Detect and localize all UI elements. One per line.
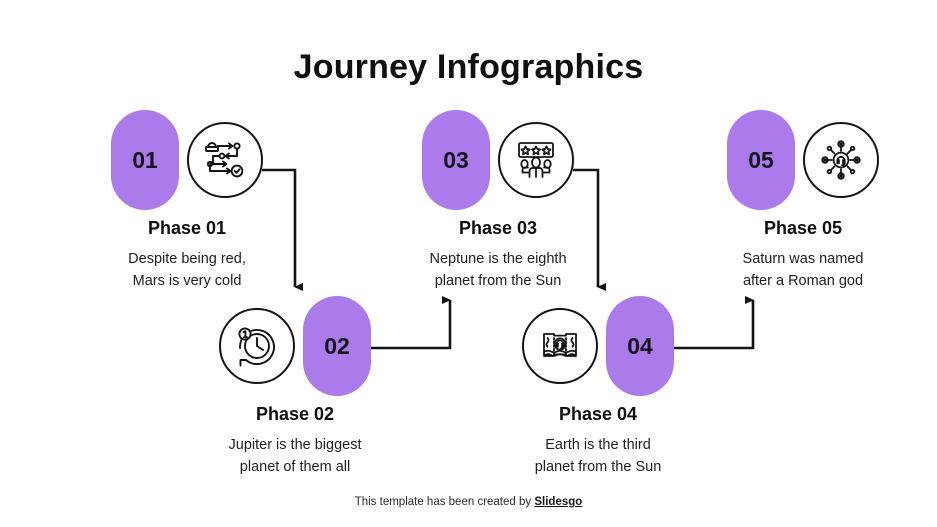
phase-04-description: Earth is the third planet from the Sun (483, 435, 713, 479)
phase-03-desc-line-2: planet from the Sun (434, 272, 562, 289)
phase-05-desc-line-2: after a Roman god (742, 272, 864, 289)
ticket-headset-icon[interactable] (522, 308, 598, 384)
phase-05-badge-row: 05 (688, 110, 918, 210)
network-hub-headset-icon[interactable] (803, 122, 879, 198)
phase-05[interactable]: 05 (688, 110, 918, 293)
phase-04-number-pill[interactable]: 04 (606, 296, 674, 396)
phase-05-number: 05 (748, 146, 774, 173)
phase-02-title: Phase 02 (255, 404, 335, 424)
phase-03[interactable]: 03 Phase 03 Neptune (383, 110, 613, 293)
phase-01[interactable]: 01 (72, 110, 302, 293)
phase-04-desc-line-1: Earth is the third (545, 437, 651, 453)
phase-02-description: Jupiter is the biggest planet of them al… (180, 435, 410, 479)
phase-01-number: 01 (132, 146, 158, 173)
phase-05-description: Saturn was named after a Roman god (688, 249, 918, 293)
phase-01-title: Phase 01 (147, 218, 227, 238)
phase-02-desc-line-1: Jupiter is the biggest (228, 437, 362, 453)
phase-01-number-pill[interactable]: 01 (111, 110, 179, 210)
process-flow-icon[interactable] (187, 122, 263, 198)
phase-03-title: Phase 03 (458, 218, 538, 238)
phase-04[interactable]: 04 Phase 04 Earth is the third planet fr… (483, 296, 713, 479)
page-title: Journey Infographics (293, 48, 644, 86)
phase-01-desc-line-2: Mars is very cold (132, 272, 242, 289)
phase-05-title: Phase 05 (763, 218, 843, 238)
phase-05-number-pill[interactable]: 05 (727, 110, 795, 210)
phase-03-number: 03 (443, 146, 469, 173)
footer-credit: This template has been created by Slides… (0, 496, 937, 508)
phase-02[interactable]: 02 Phase 02 Jupiter is the biggest plane… (180, 296, 410, 479)
phase-04-number: 04 (627, 332, 653, 359)
team-rating-stars-icon[interactable] (498, 122, 574, 198)
phase-01-description: Despite being red, Mars is very cold (72, 249, 302, 293)
phase-04-badge-row: 04 (483, 296, 713, 396)
phase-02-desc-line-2: planet of them all (239, 458, 351, 475)
phase-01-desc-line-1: Despite being red, (128, 251, 246, 267)
phase-05-desc-line-1: Saturn was named (742, 251, 864, 267)
clock-refresh-icon[interactable] (219, 308, 295, 384)
phase-03-number-pill[interactable]: 03 (422, 110, 490, 210)
phase-03-badge-row: 03 (383, 110, 613, 210)
phase-02-number-pill[interactable]: 02 (303, 296, 371, 396)
phase-02-number: 02 (324, 332, 350, 359)
phase-04-title: Phase 04 (558, 404, 638, 424)
footer-text: This template has been created by (354, 496, 532, 508)
phase-04-desc-line-2: planet from the Sun (534, 458, 662, 475)
phase-01-badge-row: 01 (72, 110, 302, 210)
phase-03-desc-line-1: Neptune is the eighth (429, 251, 567, 267)
phase-02-badge-row: 02 (180, 296, 410, 396)
slidesgo-link[interactable]: Slidesgo (534, 496, 583, 508)
phase-03-description: Neptune is the eighth planet from the Su… (383, 249, 613, 293)
